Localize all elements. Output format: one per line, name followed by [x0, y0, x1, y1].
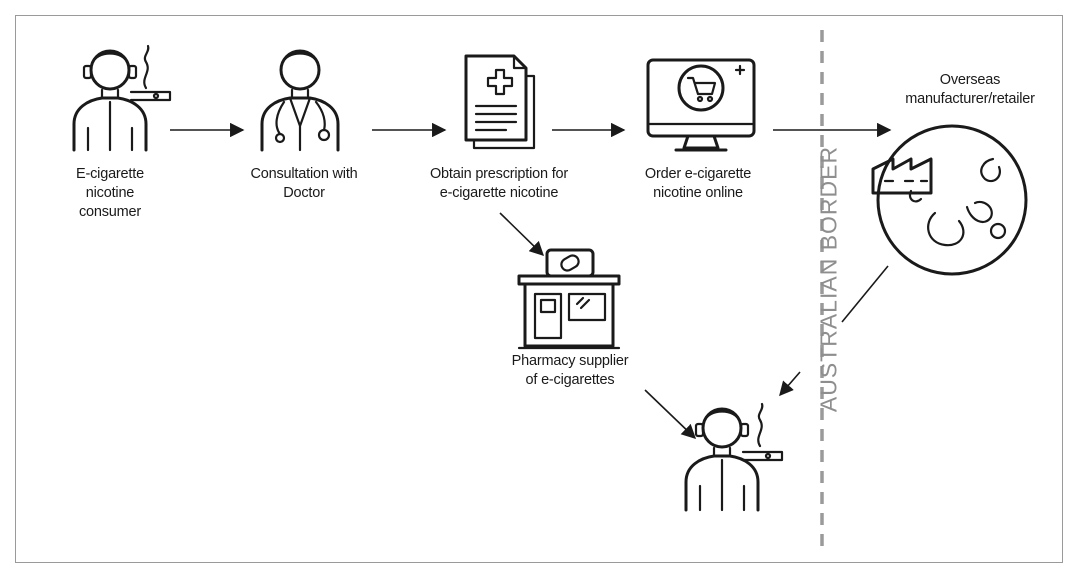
consumer-recipient-icon	[684, 402, 784, 512]
pharmacy-store-icon	[517, 248, 621, 350]
order-label: Order e-cigarette nicotine online	[644, 166, 752, 201]
arrow-border-to-consumer	[779, 371, 801, 397]
diagram-frame	[15, 15, 1063, 563]
arrow-prescription-to-pharmacy	[499, 212, 545, 257]
pharmacy-label: Pharmacy supplier of e-cigarettes	[511, 353, 629, 388]
prescription-label: Obtain prescription for e-cigarette nico…	[429, 166, 569, 201]
consumer-label: E-cigarette nicotine consumer	[76, 166, 144, 220]
globe-factory-icon	[871, 124, 1028, 276]
overseas-label: Overseas manufacturer/retailer	[905, 72, 1035, 107]
border-label: AUSTRALIAN BORDER	[815, 145, 842, 413]
doctor-icon	[260, 49, 340, 152]
prescription-document-icon	[464, 54, 536, 150]
doctor-label: Consultation with Doctor	[250, 166, 358, 201]
line-overseas-to-border	[841, 265, 889, 323]
consumer-smoking-icon	[72, 44, 172, 152]
online-shopping-monitor-icon	[646, 58, 756, 152]
arrow-pharmacy-to-consumer	[644, 389, 697, 439]
